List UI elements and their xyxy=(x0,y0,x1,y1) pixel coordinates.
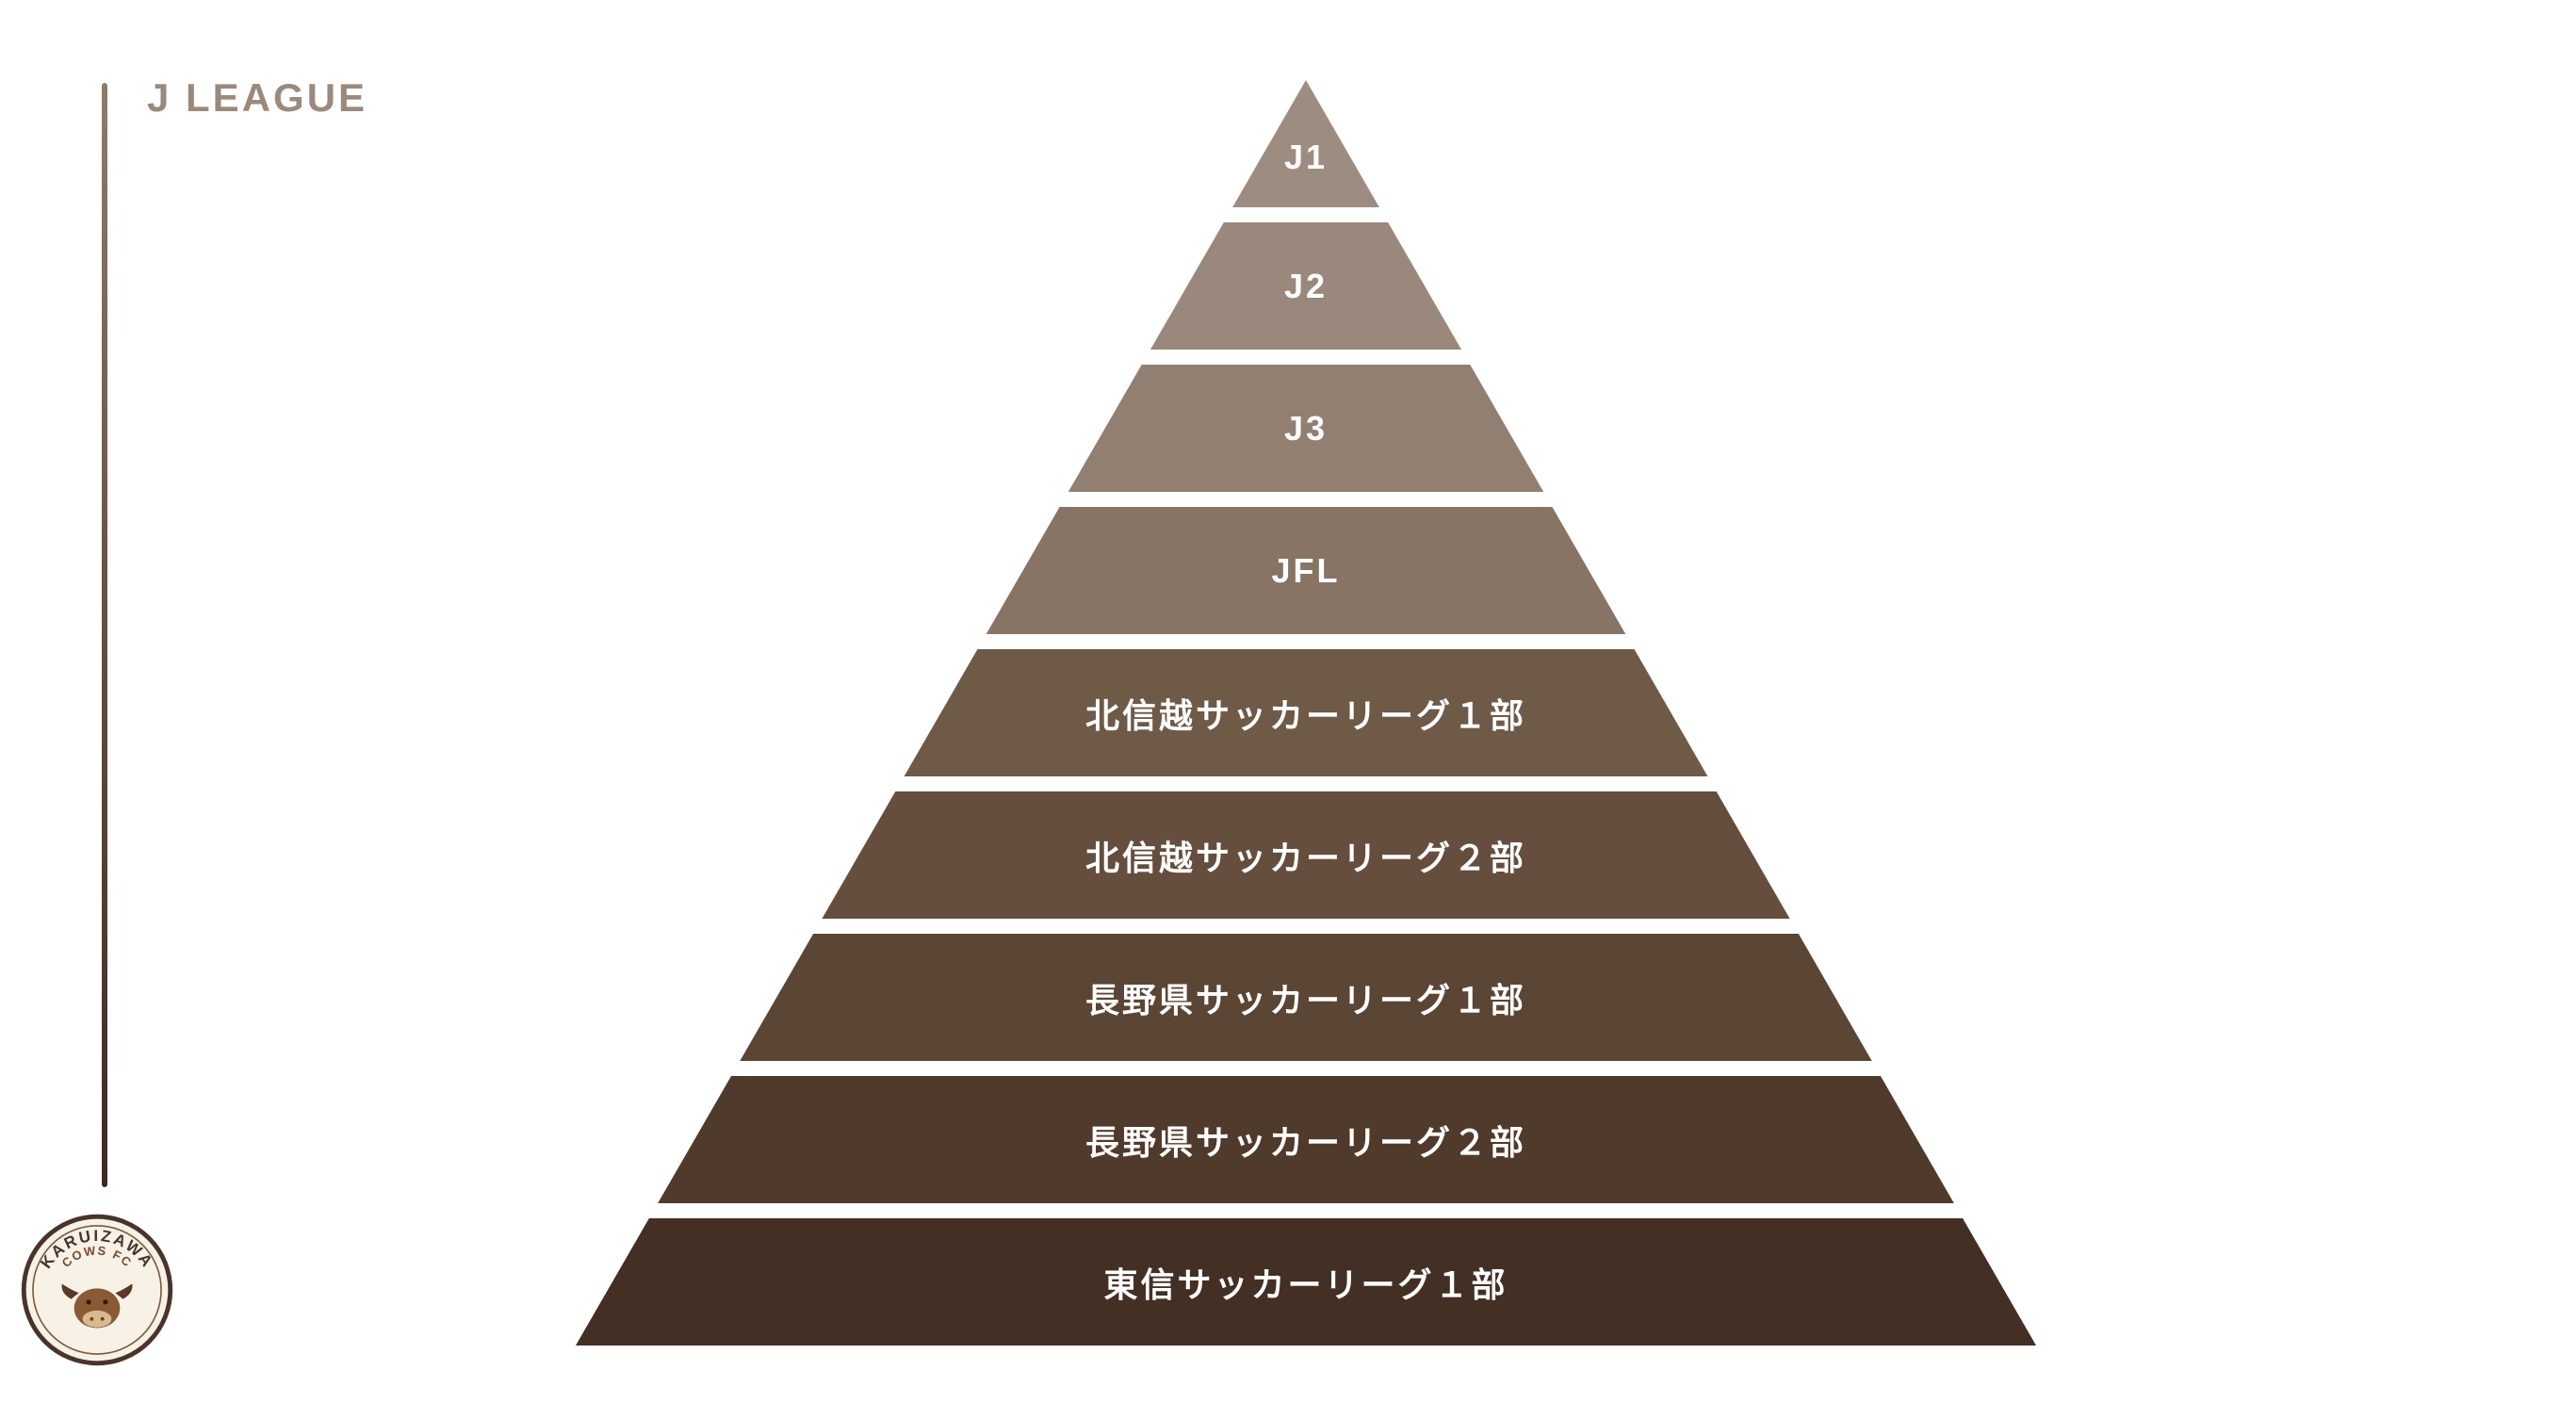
logo-inner-ring xyxy=(32,1225,162,1355)
page-title: J LEAGUE xyxy=(147,75,368,120)
tier-label: 北信越サッカーリーグ１部 xyxy=(1084,695,1526,735)
karuizawa-cows-fc-logo: KARUIZAWA COWS FC xyxy=(21,1214,173,1366)
pyramid-tier-hokushinetsu-2: 北信越サッカーリーグ２部 xyxy=(822,791,1790,919)
pyramid-tier-toshin-1: 東信サッカーリーグ１部 xyxy=(576,1218,2036,1346)
tier-label: J3 xyxy=(1283,408,1329,448)
pyramid-tier-j1: J1 xyxy=(1232,80,1379,207)
pyramid-tier-nagano-1: 長野県サッカーリーグ１部 xyxy=(740,934,1872,1061)
cow-face-icon xyxy=(61,1283,133,1329)
tier-label: 長野県サッカーリーグ２部 xyxy=(1084,1122,1526,1162)
pyramid-tier-nagano-2: 長野県サッカーリーグ２部 xyxy=(658,1076,1954,1203)
pyramid-tier-j2: J2 xyxy=(1149,222,1462,350)
league-pyramid: J1 J2 J3 JFL 北信越サッカーリーグ１部 北信越サッカーリーグ２部 長… xyxy=(576,80,2036,1346)
pyramid-tier-j3: J3 xyxy=(1068,365,1544,492)
tier-label: J2 xyxy=(1283,266,1329,305)
tier-label: 東信サッカーリーグ１部 xyxy=(1103,1264,1508,1304)
tier-label: J1 xyxy=(1283,137,1329,176)
tier-label: 北信越サッカーリーグ２部 xyxy=(1084,838,1526,877)
left-accent-line xyxy=(102,83,107,1187)
pyramid-tier-hokushinetsu-1: 北信越サッカーリーグ１部 xyxy=(904,649,1708,776)
pyramid-tier-jfl: JFL xyxy=(986,507,1626,634)
tier-label: 長野県サッカーリーグ１部 xyxy=(1084,980,1526,1019)
tier-label: JFL xyxy=(1271,550,1341,590)
